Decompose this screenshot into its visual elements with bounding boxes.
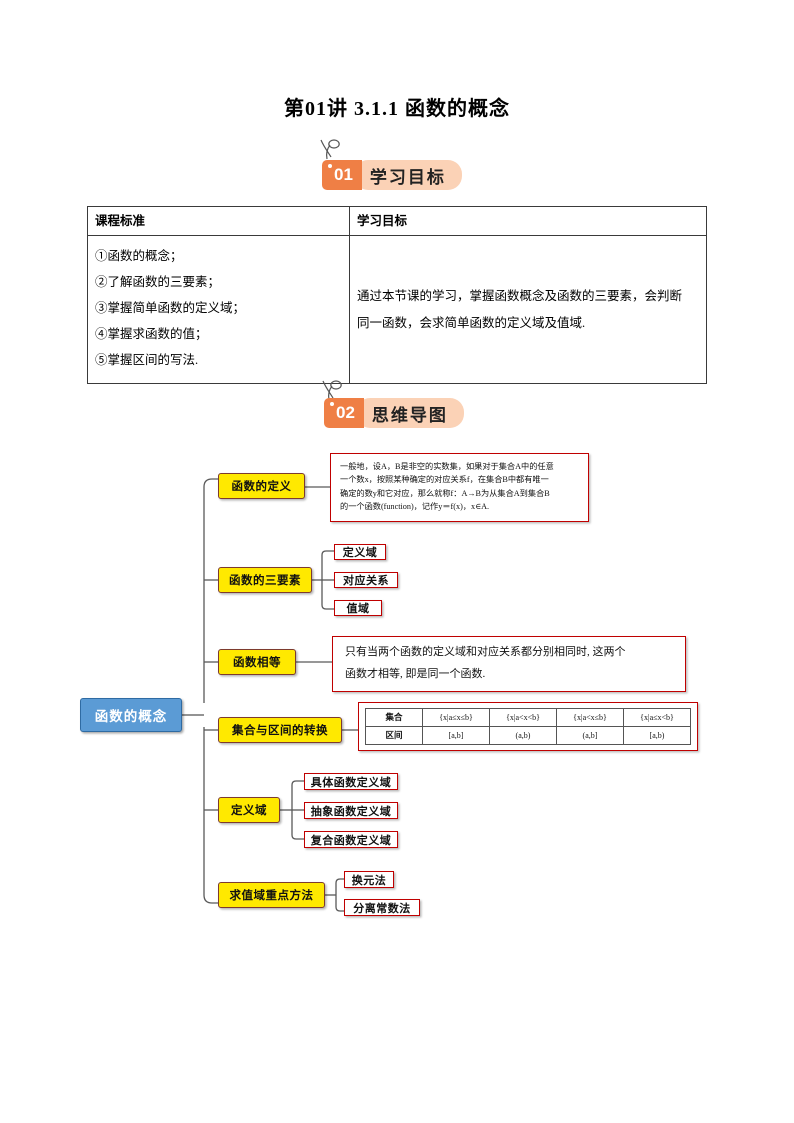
table-header-row: 课程标准 学习目标 xyxy=(87,206,707,236)
interval-cell-3: (a,b] xyxy=(556,726,624,745)
interval-cell-1: [a,b] xyxy=(422,726,490,745)
mindmap-branch-domain[interactable]: 定义域 xyxy=(218,797,280,823)
set-cell-4: {x|a≤x<b} xyxy=(623,708,691,727)
standard-item-1: ①函数的概念； xyxy=(95,249,183,263)
badge-dot-icon xyxy=(330,402,334,406)
section-badge-01: 01 学习目标 xyxy=(322,160,462,190)
mindmap-leaf-abstract-domain[interactable]: 抽象函数定义域 xyxy=(304,802,398,819)
interval-cell-2: (a,b) xyxy=(489,726,557,745)
mindmap-leaf-constant-separation-method[interactable]: 分离常数法 xyxy=(344,899,420,916)
definition-line-4: 的一个函数(function)，记作y＝f(x)，x∈A. xyxy=(340,502,490,512)
definition-text-box: 一般地，设A，B是非空的实数集，如果对于集合A中的任意 一个数x，按照某种确定的… xyxy=(330,453,589,522)
set-cell-1: {x|a≤x≤b} xyxy=(422,708,490,727)
mindmap-leaf-substitution-method[interactable]: 换元法 xyxy=(344,871,394,888)
equality-line-1: 只有当两个函数的定义域和对应关系都分别相同时, 这两个 xyxy=(345,646,626,658)
equality-text-box: 只有当两个函数的定义域和对应关系都分别相同时, 这两个 函数才相等, 即是同一个… xyxy=(332,636,686,692)
standard-item-5: ⑤掌握区间的写法. xyxy=(95,353,199,367)
row-label-interval: 区间 xyxy=(365,726,423,745)
mindmap-leaf-range[interactable]: 值域 xyxy=(334,600,382,616)
header-learning-goal: 学习目标 xyxy=(349,206,707,236)
definition-line-1: 一般地，设A，B是非空的实数集，如果对于集合A中的任意 xyxy=(340,462,554,471)
section-title-pill-02: 思维导图 xyxy=(355,398,464,428)
mindmap-leaf-domain[interactable]: 定义域 xyxy=(334,544,386,560)
mindmap-leaf-concrete-domain[interactable]: 具体函数定义域 xyxy=(304,773,398,790)
course-standards-cell: ①函数的概念； ②了解函数的三要素； ③掌握简单函数的定义域； ④掌握求函数的值… xyxy=(87,235,350,384)
set-cell-2: {x|a<x<b} xyxy=(489,708,557,727)
mindmap-branch-three-elements[interactable]: 函数的三要素 xyxy=(218,567,312,593)
mindmap-branch-range-methods[interactable]: 求值域重点方法 xyxy=(218,882,325,908)
interval-conversion-table: 集合 {x|a≤x≤b} {x|a<x<b} {x|a<x≤b} {x|a≤x<… xyxy=(365,708,691,745)
mindmap-root-node[interactable]: 函数的概念 xyxy=(80,698,182,732)
section-title-pill-01: 学习目标 xyxy=(353,160,462,190)
standard-item-2: ②了解函数的三要素； xyxy=(95,275,221,289)
set-cell-3: {x|a<x≤b} xyxy=(556,708,624,727)
page-title: 第01讲 3.1.1 函数的概念 xyxy=(284,98,510,120)
mindmap: 函数的概念 函数的定义 一般地，设A，B是非空的实数集，如果对于集合A中的任意 … xyxy=(0,440,794,930)
row-label-set: 集合 xyxy=(365,708,423,727)
mindmap-branch-function-definition[interactable]: 函数的定义 xyxy=(218,473,305,499)
interval-table-box: 集合 {x|a≤x≤b} {x|a<x<b} {x|a<x≤b} {x|a≤x<… xyxy=(358,702,698,751)
definition-line-2: 一个数x，按照某种确定的对应关系f，在集合B中都有唯一 xyxy=(340,475,549,485)
table-body-row: ①函数的概念； ②了解函数的三要素； ③掌握简单函数的定义域； ④掌握求函数的值… xyxy=(87,235,707,384)
standards-table: 课程标准 学习目标 ①函数的概念； ②了解函数的三要素； ③掌握简单函数的定义域… xyxy=(87,206,707,384)
interval-table-row-intervals: 区间 [a,b] (a,b) (a,b] [a,b) xyxy=(365,726,691,745)
interval-cell-4: [a,b) xyxy=(623,726,691,745)
mindmap-leaf-correspondence[interactable]: 对应关系 xyxy=(334,572,398,588)
definition-line-3: 确定的数y和它对应，那么就称f：A→B为从集合A到集合B xyxy=(340,488,550,498)
learning-goal-cell: 通过本节课的学习，掌握函数概念及函数的三要素，会判断同一函数，会求简单函数的定义… xyxy=(349,235,707,384)
section-number-01: 01 xyxy=(322,160,362,190)
mindmap-connectors xyxy=(182,478,358,912)
section-number-02: 02 xyxy=(324,398,364,428)
badge-hook-decoration-01 xyxy=(320,139,340,160)
mindmap-branch-function-equality[interactable]: 函数相等 xyxy=(218,649,296,675)
section-badge-02: 02 思维导图 xyxy=(324,398,464,428)
standard-item-3: ③掌握简单函数的定义域； xyxy=(95,301,246,315)
badge-dot-icon xyxy=(328,164,332,168)
interval-table-row-sets: 集合 {x|a≤x≤b} {x|a<x<b} {x|a<x≤b} {x|a≤x<… xyxy=(365,708,691,727)
equality-line-2: 函数才相等, 即是同一个函数. xyxy=(345,668,486,680)
standard-item-4: ④掌握求函数的值； xyxy=(95,327,208,341)
mindmap-branch-set-interval-conversion[interactable]: 集合与区间的转换 xyxy=(218,717,342,743)
mindmap-leaf-composite-domain[interactable]: 复合函数定义域 xyxy=(304,831,398,848)
header-course-standard: 课程标准 xyxy=(87,206,350,236)
